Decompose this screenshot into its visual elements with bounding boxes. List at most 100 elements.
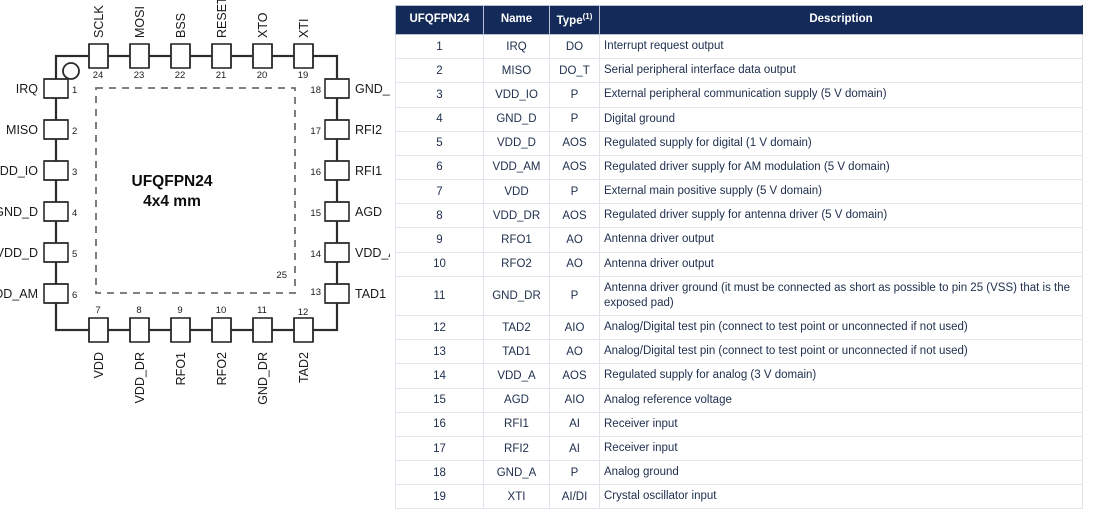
column-header-type-text: Type: [556, 14, 583, 27]
pad-side-9: [170, 318, 191, 342]
column-header-description: Description: [599, 4, 1083, 36]
cell-pin-number: 13: [395, 339, 484, 365]
pin-label-RFO1: RFO1: [174, 352, 188, 385]
cell-pin-number: 4: [395, 106, 484, 132]
pin-label-VDD_A: VDD_A: [355, 246, 390, 260]
pad-mask-10: [213, 320, 230, 330]
cell-pin-description: External main positive supply (5 V domai…: [599, 179, 1083, 205]
cell-pin-description: Interrupt request output: [599, 34, 1083, 60]
pad-side-14: [325, 242, 349, 263]
pin-label-GND_A: GND_A: [355, 82, 390, 96]
cell-pin-description: Analog/Digital test pin (connect to test…: [599, 315, 1083, 341]
cell-pin-name: TAD1: [483, 339, 550, 365]
column-header-pin: UFQFPN24: [395, 4, 484, 36]
pad-mask-3: [45, 162, 56, 179]
cell-pin-type: AOS: [549, 154, 600, 181]
cell-pin-name: GND_A: [483, 460, 550, 486]
cell-pin-type: AOS: [549, 130, 600, 156]
pin-label-VDD_AM: VDD_AM: [0, 287, 38, 301]
package-diagram: 25 UFQFPN24 4x4 mm: [0, 0, 390, 515]
pin-number-16: 16: [310, 167, 321, 178]
cell-pin-description: Regulated driver supply for AM modulatio…: [599, 154, 1083, 181]
pin-number-14: 14: [310, 249, 321, 260]
pin-number-10: 10: [216, 305, 227, 316]
cell-pin-name: VDD_IO: [483, 82, 550, 108]
pad-side-13: [325, 283, 349, 304]
pin-label-GND_DR: GND_DR: [256, 352, 270, 405]
pad-side-22: [170, 44, 191, 68]
pin-number-9: 9: [177, 305, 182, 316]
cell-pin-number: 19: [395, 484, 484, 510]
cell-pin-type: P: [549, 179, 600, 205]
pad-side-6: [44, 283, 68, 304]
package-body-outline: [54, 54, 339, 332]
cell-pin-type: AI: [549, 435, 600, 462]
cell-pin-name: VDD_AM: [483, 154, 550, 181]
cell-pin-type: AOS: [549, 203, 600, 229]
cell-pin-description: External peripheral communication supply…: [599, 82, 1083, 108]
pin-number-2: 2: [72, 126, 77, 137]
pad-mask-6: [45, 285, 56, 302]
cell-pin-name: RFI2: [483, 435, 550, 462]
pad-side-1: [44, 78, 68, 99]
right-pad-group: [324, 78, 350, 304]
pin-number-13: 13: [310, 287, 321, 298]
pin-number-7: 7: [95, 305, 100, 316]
cell-pin-name: VDD_DR: [483, 203, 550, 229]
cell-pin-name: VDD: [483, 179, 550, 205]
pin-label-BSS: BSS: [174, 13, 188, 38]
pin-label-MOSI: MOSI: [133, 6, 147, 38]
cell-pin-description: Serial peripheral interface data output: [599, 58, 1083, 84]
cell-pin-description: Analog reference voltage: [599, 387, 1083, 413]
cell-pin-description: Analog/Digital test pin (connect to test…: [599, 339, 1083, 365]
pin-number-8: 8: [136, 305, 141, 316]
pad-mask-22: [172, 45, 189, 55]
cell-pin-description: Antenna driver output: [599, 251, 1083, 277]
cell-pin-type: AO: [549, 227, 600, 253]
cell-pin-name: GND_D: [483, 106, 550, 132]
pad-mask-14: [337, 244, 348, 261]
pin-label-GND_D: GND_D: [0, 205, 38, 219]
pin-label-RFO2: RFO2: [215, 352, 229, 385]
pin-number-3: 3: [72, 167, 77, 178]
cell-pin-type: P: [549, 106, 600, 132]
cell-pin-number: 6: [395, 154, 484, 181]
pad-mask-17: [337, 121, 348, 138]
cell-pin-name: RFI1: [483, 411, 550, 437]
pad-mask-9: [172, 320, 189, 330]
cell-pin-number: 10: [395, 251, 484, 277]
table-head: UFQFPN24 Name Type(1) Description: [395, 4, 1083, 36]
cell-pin-name: MISO: [483, 58, 550, 84]
pin-number-4: 4: [72, 208, 77, 219]
cell-pin-description: Digital ground: [599, 106, 1083, 132]
pin-number-18: 18: [310, 85, 321, 96]
pin-number-11: 11: [257, 305, 267, 316]
package-name-line1: UFQFPN24: [132, 173, 213, 190]
pad-mask-5: [45, 244, 56, 261]
pin-label-VDD_IO: VDD_IO: [0, 164, 38, 178]
cell-pin-description: Antenna driver output: [599, 227, 1083, 253]
pad-side-10: [211, 318, 232, 342]
pad-mask-23: [131, 45, 148, 55]
cell-pin-type: P: [549, 460, 600, 486]
cell-pin-number: 15: [395, 387, 484, 413]
cell-pin-type: AIO: [549, 315, 600, 341]
cell-pin-number: 5: [395, 130, 484, 156]
pad-mask-4: [45, 203, 56, 220]
cell-pin-description: Regulated supply for analog (3 V domain): [599, 363, 1083, 389]
column-header-type: Type(1): [549, 4, 600, 36]
pad-side-7: [88, 318, 109, 342]
